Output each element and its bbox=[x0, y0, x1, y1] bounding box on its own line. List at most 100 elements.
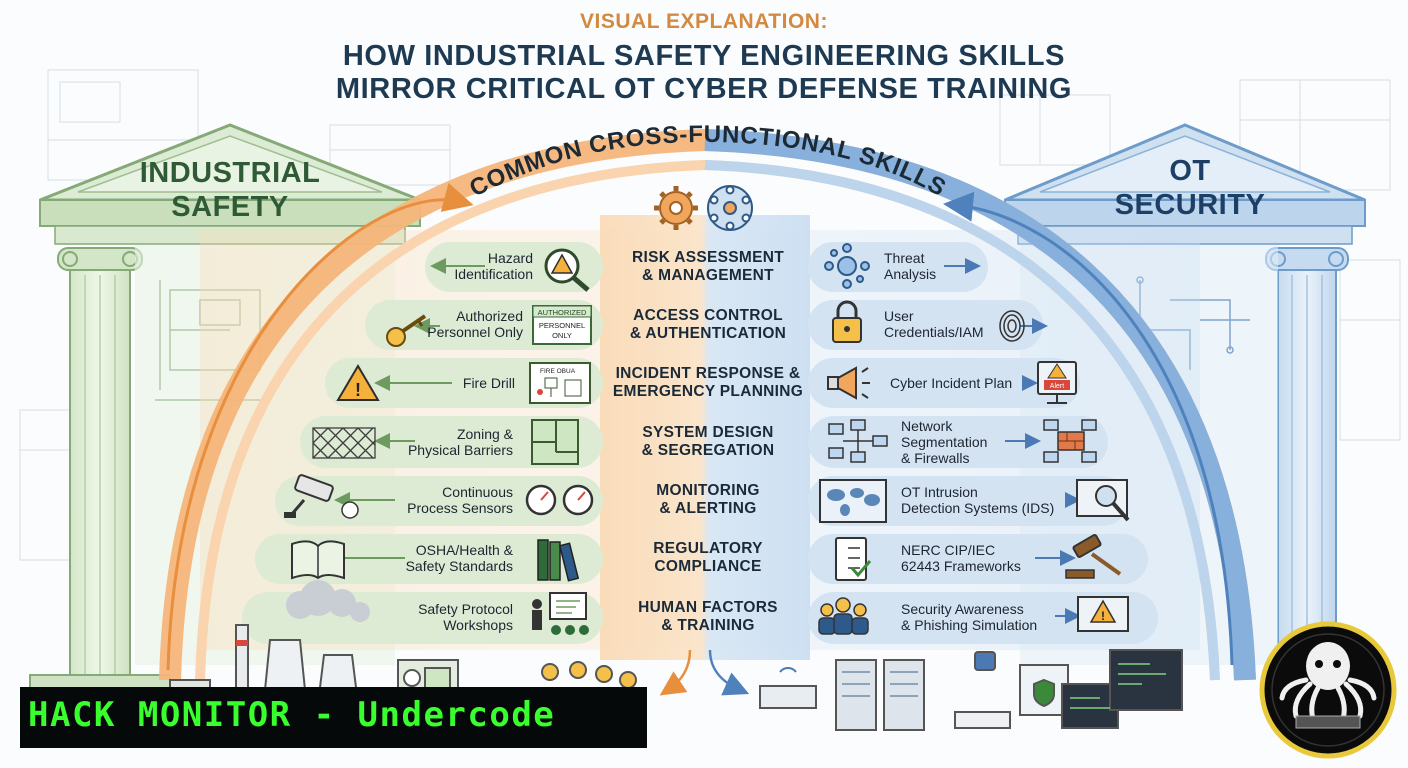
warning-icon: ! bbox=[336, 364, 380, 401]
row2-right-line2: Credentials/IAM bbox=[884, 324, 984, 340]
row2-center-label: ACCESS CONTROL & AUTHENTICATION bbox=[608, 307, 808, 343]
row2-center-line2: & AUTHENTICATION bbox=[629, 325, 787, 342]
row7-left-line1: Safety Protocol bbox=[418, 601, 513, 617]
row5-right-label: OT Intrusion Detection Systems (IDS) bbox=[901, 484, 1054, 516]
row5-left-line1: Continuous bbox=[442, 484, 513, 500]
authorized-sign: AUTHORIZED PERSONNEL ONLY bbox=[532, 305, 592, 345]
row1-center-line1: RISK ASSESSMENT bbox=[631, 249, 785, 266]
svg-text:!: ! bbox=[355, 380, 361, 400]
right-pillar-line1: OT bbox=[1169, 155, 1211, 187]
row1-right-label: Threat Analysis bbox=[884, 250, 936, 282]
octopus-logo bbox=[1259, 621, 1397, 759]
row7-center-line1: HUMAN FACTORS bbox=[638, 599, 778, 616]
row5-center-label: MONITORING & ALERTING bbox=[608, 482, 808, 518]
row1-right-line2: Analysis bbox=[884, 266, 937, 282]
fingerprint-icon bbox=[999, 310, 1025, 342]
row4-center-line2: & SEGREGATION bbox=[641, 442, 775, 459]
row3-left-line1: Fire Drill bbox=[462, 375, 515, 391]
row6-right-label: NERC CIP/IEC 62443 Frameworks bbox=[901, 542, 1021, 574]
left-pillar-title: INDUSTRIAL SAFETY bbox=[120, 156, 340, 224]
row2-left-line2: Personnel Only bbox=[427, 324, 523, 340]
row4-left-label: Zoning & Physical Barriers bbox=[380, 426, 513, 458]
row7-left-label: Safety Protocol Workshops bbox=[380, 601, 513, 633]
megaphone-icon bbox=[827, 366, 870, 400]
sign-line1: AUTHORIZED bbox=[538, 308, 587, 317]
security-camera-icon bbox=[284, 474, 359, 519]
network-globe-icon bbox=[707, 185, 753, 231]
row7-left-line2: Workshops bbox=[443, 617, 513, 633]
row5-center-line2: & ALERTING bbox=[659, 500, 757, 517]
key-icon bbox=[386, 314, 427, 347]
checklist-icon bbox=[835, 537, 872, 581]
books-icon bbox=[537, 539, 580, 582]
floor-zone-icon bbox=[531, 419, 579, 465]
row5-center-line1: MONITORING bbox=[656, 482, 760, 499]
row3-right-line1: Cyber Incident Plan bbox=[890, 375, 1013, 391]
row3-center-label: INCIDENT RESPONSE & EMERGENCY PLANNING bbox=[608, 365, 808, 401]
row5-right-line2: Detection Systems (IDS) bbox=[901, 500, 1055, 516]
firewall-icon bbox=[1043, 419, 1097, 463]
alert-monitor-icon: Alert bbox=[1037, 361, 1077, 404]
row4-right-line3: & Firewalls bbox=[901, 450, 970, 466]
row6-right-line1: NERC CIP/IEC bbox=[901, 542, 996, 558]
row7-center-label: HUMAN FACTORS & TRAINING bbox=[608, 599, 808, 635]
magnifier-hazard-icon bbox=[544, 248, 590, 292]
banner-text: HACK MONITOR - Undercode bbox=[28, 695, 556, 735]
row6-center-line1: REGULATORY bbox=[653, 540, 763, 557]
fire-panel-label: FIRE OBUA bbox=[540, 368, 576, 375]
row5-left-label: Continuous Process Sensors bbox=[380, 484, 513, 516]
row4-left-line2: Physical Barriers bbox=[407, 442, 513, 458]
threat-network-icon bbox=[824, 243, 870, 289]
it-equipment-scene bbox=[759, 649, 1183, 731]
row4-center-line1: SYSTEM DESIGN bbox=[642, 424, 774, 441]
row6-left-label: OSHA/Health & Safety Standards bbox=[380, 542, 513, 574]
row1-right-line1: Threat bbox=[884, 250, 925, 266]
row6-left-line2: Safety Standards bbox=[405, 558, 513, 574]
row4-right-label: Network Segmentation & Firewalls bbox=[901, 418, 987, 466]
row1-left-line2: Identification bbox=[454, 266, 533, 282]
gear-icon bbox=[654, 186, 698, 230]
row4-left-line1: Zoning & bbox=[456, 426, 513, 442]
row6-left-line1: OSHA/Health & bbox=[415, 542, 513, 558]
open-book-icon bbox=[291, 540, 345, 580]
row1-center-line2: & MANAGEMENT bbox=[642, 267, 774, 284]
row4-center-label: SYSTEM DESIGN & SEGREGATION bbox=[608, 424, 808, 460]
row1-left-line1: Hazard bbox=[487, 250, 533, 266]
fire-panel-icon: FIRE OBUA bbox=[529, 362, 591, 404]
row6-center-line2: COMPLIANCE bbox=[654, 558, 762, 575]
right-pillar-line2: SECURITY bbox=[1114, 189, 1266, 221]
team-icon bbox=[818, 597, 869, 635]
sign-line2: PERSONNEL bbox=[539, 321, 585, 330]
hack-monitor-banner: HACK MONITOR - Undercode bbox=[20, 687, 647, 748]
row7-right-label: Security Awareness & Phishing Simulation bbox=[901, 601, 1037, 633]
svg-text:!: ! bbox=[1101, 609, 1105, 623]
row1-left-label: Hazard Identification bbox=[400, 250, 533, 282]
row4-right-line2: Segmentation bbox=[901, 434, 988, 450]
row3-left-label: Fire Drill bbox=[400, 375, 515, 391]
row7-right-line2: & Phishing Simulation bbox=[901, 617, 1038, 633]
network-diagram-icon bbox=[828, 419, 888, 463]
row5-right-line1: OT Intrusion bbox=[901, 484, 978, 500]
sign-line3: ONLY bbox=[552, 331, 572, 340]
ids-monitor-icon bbox=[1076, 479, 1130, 522]
fence-icon bbox=[312, 427, 376, 459]
row7-right-line1: Security Awareness bbox=[901, 601, 1024, 617]
row7-center-line2: & TRAINING bbox=[661, 617, 755, 634]
row2-right-label: User Credentials/IAM bbox=[884, 308, 984, 340]
headline-line2: MIRROR CRITICAL OT CYBER DEFENSE TRAININ… bbox=[335, 73, 1073, 105]
trainer-icon bbox=[532, 592, 589, 635]
row3-center-line1: INCIDENT RESPONSE & bbox=[615, 365, 801, 382]
alert-text: Alert bbox=[1050, 383, 1064, 390]
header-kicker: VISUAL EXPLANATION: bbox=[580, 10, 828, 33]
row6-right-line2: 62443 Frameworks bbox=[901, 558, 1021, 574]
row2-left-label: Authorized Personnel Only bbox=[400, 308, 523, 340]
row1-center-label: RISK ASSESSMENT & MANAGEMENT bbox=[608, 249, 808, 285]
row5-left-line2: Process Sensors bbox=[407, 500, 513, 516]
left-pillar-line2: SAFETY bbox=[171, 191, 289, 223]
world-map-icon bbox=[819, 479, 887, 523]
left-pillar-line1: INDUSTRIAL bbox=[139, 157, 321, 189]
headline-line1: HOW INDUSTRIAL SAFETY ENGINEERING SKILLS bbox=[342, 40, 1066, 72]
row6-center-label: REGULATORY COMPLIANCE bbox=[608, 540, 808, 576]
